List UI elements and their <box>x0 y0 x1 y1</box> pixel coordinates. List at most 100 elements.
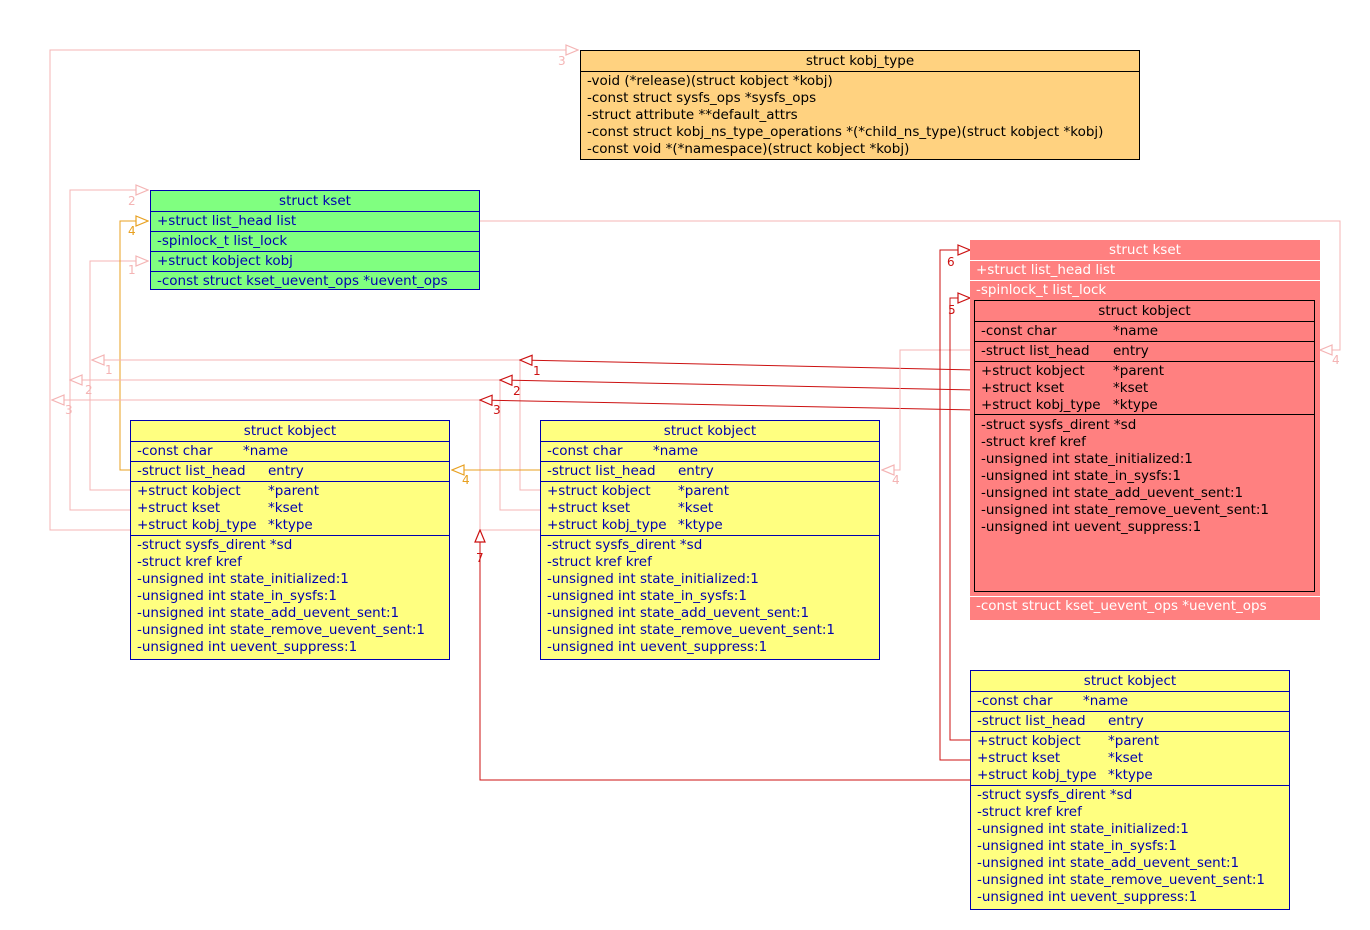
field-type: -const char <box>981 323 1057 339</box>
kobject-parent-field: +struct kobject*parent <box>541 483 879 500</box>
field-name: *name <box>653 443 699 459</box>
field-type: -struct list_head <box>981 343 1090 359</box>
field-name: *kset <box>1113 380 1149 396</box>
divider <box>971 691 1289 692</box>
link-label-1: 1 <box>128 263 136 277</box>
kobject-name-field: -const char*name <box>131 443 449 460</box>
divider <box>541 441 879 442</box>
divider <box>975 321 1314 322</box>
divider <box>971 731 1289 732</box>
kobject-entry-field: -struct list_head entry <box>131 463 449 480</box>
kobject-op: -unsigned int state_initialized:1 <box>547 571 759 587</box>
kobj-type-box: struct kobj_type -void (*release)(struct… <box>580 50 1140 160</box>
kobject-title: struct kobject <box>1083 673 1177 689</box>
kobject-parent-field: +struct kobject*parent <box>971 733 1289 750</box>
field-name: *ktype <box>268 517 313 533</box>
kobject-kset-field: +struct kset *kset <box>975 380 1314 397</box>
link-label-group: 3 2 4 1 1 2 3 1 2 3 4 4 4 6 5 7 <box>65 54 1340 565</box>
field-type: +struct kset <box>981 380 1065 396</box>
kobject-op: -struct sysfs_dirent *sd <box>547 537 703 553</box>
link-kset-to-green-kset <box>69 190 148 511</box>
kobject-op: -unsigned int uevent_suppress:1 <box>547 639 768 655</box>
link-label-4: 4 <box>1332 353 1340 367</box>
kobject-op: -struct kref kref <box>977 804 1082 820</box>
kset-red-title: struct kset <box>1109 242 1181 258</box>
kobject-entry-field: -struct list_head entry <box>975 343 1314 360</box>
link-label-4: 4 <box>128 224 136 238</box>
kobject-ktype-field: +struct kobj_type*ktype <box>541 517 879 534</box>
link-label-4: 4 <box>892 473 900 487</box>
field-type: +struct kobj_type <box>137 517 257 533</box>
kobject-title: struct kobject <box>663 423 757 439</box>
divider <box>151 231 479 232</box>
kobject-op: -unsigned int state_in_sysfs:1 <box>977 838 1177 854</box>
kset-red-uevent: -const struct kset_uevent_ops *uevent_op… <box>976 598 1267 614</box>
kobject-op: -unsigned int uevent_suppress:1 <box>137 639 358 655</box>
field-name: *kset <box>268 500 304 516</box>
link-label-2: 2 <box>513 384 521 398</box>
kobject-name-field: -const char*name <box>541 443 879 460</box>
kset-red-list: +struct list_head list <box>976 262 1116 278</box>
kobject-op: -unsigned int state_add_uevent_sent:1 <box>137 605 400 621</box>
link-green-list-to-red <box>480 220 1341 350</box>
divider <box>970 260 1320 261</box>
field-name: entry <box>268 463 304 479</box>
kset-green-field: +struct kobject kobj <box>157 253 293 269</box>
link-label-2: 2 <box>85 383 93 397</box>
divider <box>581 71 1139 72</box>
kobject-kset-field: +struct kset *kset <box>971 750 1289 767</box>
field-name: *ktype <box>678 517 723 533</box>
kset-green-field: -spinlock_t list_lock <box>157 233 288 249</box>
kobject-name-field: -const char*name <box>975 323 1314 340</box>
kset-green-field: -const struct kset_uevent_ops *uevent_op… <box>157 273 448 289</box>
kobject-op: -unsigned int state_remove_uevent_sent:1 <box>977 872 1265 888</box>
link-label-3: 3 <box>558 54 566 68</box>
kobj-type-field: -struct attribute **default_attrs <box>587 107 798 123</box>
field-name: entry <box>1113 343 1149 359</box>
divider <box>131 481 449 482</box>
kobj-type-title: struct kobj_type <box>805 53 915 69</box>
link-label-1: 1 <box>105 363 113 377</box>
field-type: +struct kset <box>977 750 1061 766</box>
link-red-ktype <box>480 400 976 411</box>
divider <box>541 481 879 482</box>
kset-green-title: struct kset <box>279 193 351 209</box>
kobject-op: -unsigned int state_add_uevent_sent:1 <box>981 485 1244 501</box>
divider <box>151 251 479 252</box>
kobject-op: -unsigned int state_initialized:1 <box>977 821 1189 837</box>
divider <box>975 414 1314 415</box>
kobject-op: -unsigned int state_add_uevent_sent:1 <box>977 855 1240 871</box>
field-type: +struct kset <box>547 500 631 516</box>
kset-red-box: struct kset +struct list_head list -spin… <box>970 240 1320 620</box>
divider <box>971 785 1289 786</box>
field-name: entry <box>678 463 714 479</box>
field-name: *name <box>1083 693 1129 709</box>
divider <box>131 535 449 536</box>
divider <box>131 461 449 462</box>
kobject-box-left: struct kobject -const char*name -struct … <box>130 420 450 660</box>
link-parent-to-green-kobj <box>89 261 148 491</box>
field-type: -struct list_head <box>977 713 1086 729</box>
divider <box>971 711 1289 712</box>
divider <box>541 535 879 536</box>
kobject-op: -unsigned int uevent_suppress:1 <box>981 519 1202 535</box>
kobject-op: -unsigned int state_initialized:1 <box>981 451 1193 467</box>
kobject-kset-field: +struct kset*kset <box>131 500 449 517</box>
field-name: *ktype <box>1113 397 1158 413</box>
field-name: *kset <box>1108 750 1144 766</box>
kobject-op: -struct sysfs_dirent *sd <box>137 537 293 553</box>
field-type: -const char <box>137 443 213 459</box>
kobject-op: -unsigned int state_remove_uevent_sent:1 <box>981 502 1269 518</box>
link-label-5: 5 <box>948 303 956 317</box>
link-label-3: 3 <box>65 403 73 417</box>
kobject-parent-field: +struct kobject*parent <box>975 363 1314 380</box>
divider <box>151 211 479 212</box>
link-label-3: 3 <box>493 403 501 417</box>
link-mid-ktype <box>52 400 540 531</box>
field-name: *parent <box>678 483 730 499</box>
field-type: -struct list_head <box>137 463 246 479</box>
field-type: -const char <box>977 693 1053 709</box>
